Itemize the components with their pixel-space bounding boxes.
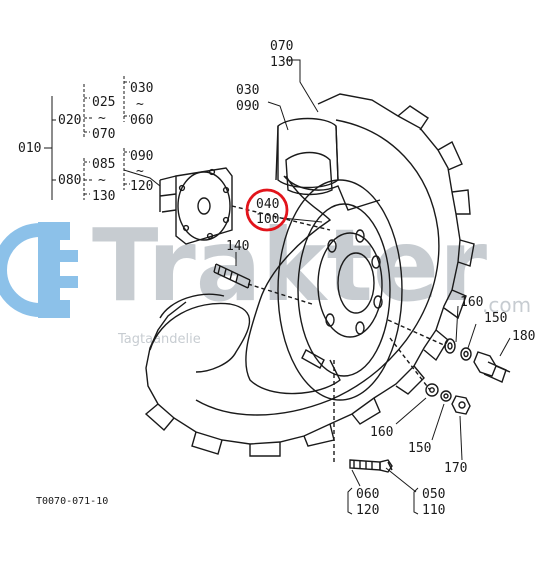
tire-tread xyxy=(145,93,461,445)
tire-sidewall xyxy=(195,119,440,416)
label-160-a: 160 xyxy=(460,295,483,310)
tire-cutaway xyxy=(285,151,333,196)
label-180: 180 xyxy=(512,329,535,344)
bracket-060-120 xyxy=(347,487,353,515)
label-010: 010 xyxy=(18,141,41,156)
label-070-top: 070 xyxy=(270,39,293,54)
rim-outer xyxy=(277,179,403,401)
hub-nut-set xyxy=(389,337,471,415)
label-130-top: 130 xyxy=(270,55,293,70)
label-080: 080 xyxy=(58,173,81,188)
label-085: 085 xyxy=(92,157,115,172)
hub-bolt-holes xyxy=(325,229,383,335)
watermark: Trakter .com Tagtaandelie xyxy=(0,207,531,347)
label-120-c: 120 xyxy=(356,503,379,518)
label-025: 025 xyxy=(92,95,115,110)
rim-inner xyxy=(297,203,391,377)
figure-code: T0070-071-10 xyxy=(36,496,108,507)
callout-leaders xyxy=(44,59,511,493)
tilde-4: ~ xyxy=(136,164,144,179)
label-030: 030 xyxy=(236,83,259,98)
hub-bolt-set xyxy=(387,319,511,383)
label-040: 040 xyxy=(256,197,279,212)
label-160-b: 160 xyxy=(370,425,393,440)
gear-icon xyxy=(0,222,78,318)
tilde-3: ~ xyxy=(98,173,106,188)
tilde-1: ~ xyxy=(98,111,106,126)
tire-cutaway-lower xyxy=(149,302,251,373)
label-100: 100 xyxy=(256,212,279,227)
wheel-assembly-drawing xyxy=(144,93,511,473)
tilde-2: ~ xyxy=(136,97,144,112)
valve-stem xyxy=(301,349,393,473)
watermark-tagline: Tagtaandelie xyxy=(117,332,201,347)
label-050: 050 xyxy=(422,487,445,502)
tread-lugs xyxy=(144,105,475,457)
label-020: 020 xyxy=(58,113,81,128)
highlight-circle xyxy=(245,188,289,232)
label-150-a: 150 xyxy=(484,311,507,326)
label-090-b: 090 xyxy=(130,149,153,164)
label-150-b: 150 xyxy=(408,441,431,456)
label-170: 170 xyxy=(444,461,467,476)
label-030-b: 030 xyxy=(130,81,153,96)
wheel-stud xyxy=(213,263,313,305)
label-130-b: 130 xyxy=(92,189,115,204)
inner-tube xyxy=(245,175,341,395)
watermark-domain: .com xyxy=(482,293,531,317)
label-060-b: 060 xyxy=(130,113,153,128)
label-090: 090 xyxy=(236,99,259,114)
label-140: 140 xyxy=(226,239,249,254)
hub-bore xyxy=(337,252,375,314)
label-070-b: 070 xyxy=(92,127,115,142)
callout-labels: 070 130 030 090 010 020 025 070 030 060 … xyxy=(18,39,535,518)
hub-ring xyxy=(317,232,383,338)
label-110: 110 xyxy=(422,503,445,518)
label-060-c: 060 xyxy=(356,487,379,502)
label-120-b: 120 xyxy=(130,179,153,194)
bracket-050-110 xyxy=(413,487,419,515)
